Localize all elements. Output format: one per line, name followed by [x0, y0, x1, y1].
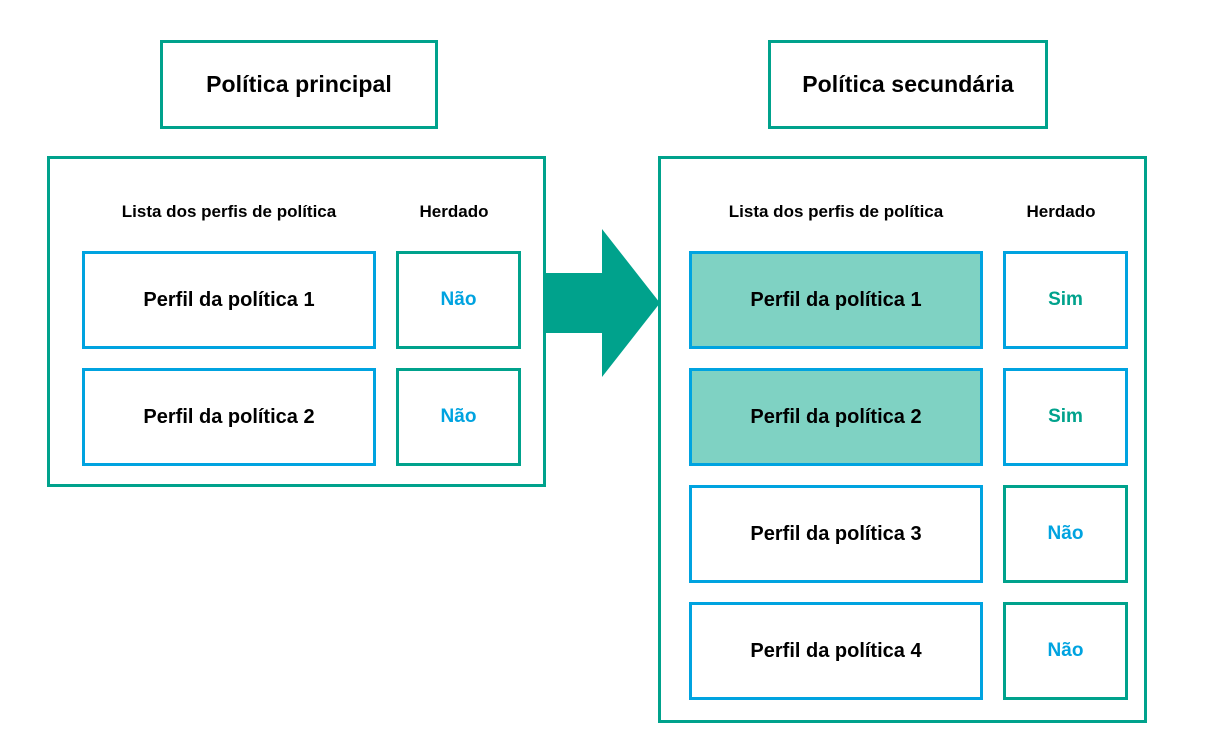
secondary-profile-label-2: Perfil da política 2 [750, 405, 922, 428]
secondary-panel-column-headers: Lista dos perfis de política Herdado [661, 199, 1144, 225]
secondary-profile-cell-4[interactable]: Perfil da política 4 [689, 602, 983, 700]
secondary-profile-label-3: Perfil da política 3 [750, 522, 922, 545]
secondary-inherited-value-3: Não [1047, 523, 1084, 544]
secondary-profile-cell-3[interactable]: Perfil da política 3 [689, 485, 983, 583]
secondary-inherited-value-2: Sim [1048, 406, 1083, 427]
secondary-inherited-value-1: Sim [1048, 289, 1083, 310]
primary-header-profiles: Lista dos perfis de política [121, 202, 337, 221]
secondary-policy-panel: Lista dos perfis de política Herdado Per… [658, 156, 1147, 723]
primary-policy-panel: Lista dos perfis de política Herdado Per… [47, 156, 546, 487]
secondary-inherited-value-4: Não [1047, 640, 1084, 661]
primary-inherited-cell-1[interactable]: Não [396, 251, 521, 349]
secondary-profile-cell-1[interactable]: Perfil da política 1 [689, 251, 983, 349]
table-row: Perfil da política 1 Não [50, 251, 543, 349]
secondary-profile-label-4: Perfil da política 4 [750, 639, 922, 662]
primary-policy-title-box: Política principal [160, 40, 438, 129]
table-row: Perfil da política 2 Sim [661, 368, 1144, 466]
table-row: Perfil da política 2 Não [50, 368, 543, 466]
primary-panel-column-headers: Lista dos perfis de política Herdado [50, 199, 543, 225]
secondary-policy-title: Política secundária [802, 71, 1014, 97]
secondary-inherited-cell-2[interactable]: Sim [1003, 368, 1128, 466]
primary-profile-cell-1[interactable]: Perfil da política 1 [82, 251, 376, 349]
table-row: Perfil da política 3 Não [661, 485, 1144, 583]
secondary-inherited-cell-1[interactable]: Sim [1003, 251, 1128, 349]
secondary-inherited-cell-4[interactable]: Não [1003, 602, 1128, 700]
primary-profile-label-2: Perfil da política 2 [143, 405, 315, 428]
primary-profile-label-1: Perfil da política 1 [143, 288, 315, 311]
primary-profile-cell-2[interactable]: Perfil da política 2 [82, 368, 376, 466]
secondary-policy-title-box: Política secundária [768, 40, 1048, 129]
primary-inherited-value-1: Não [440, 289, 477, 310]
primary-header-inherited: Herdado [419, 202, 489, 221]
secondary-header-inherited: Herdado [1026, 202, 1096, 221]
secondary-header-profiles: Lista dos perfis de política [728, 202, 944, 221]
secondary-inherited-cell-3[interactable]: Não [1003, 485, 1128, 583]
table-row: Perfil da política 1 Sim [661, 251, 1144, 349]
primary-policy-title: Política principal [206, 71, 392, 97]
primary-inherited-value-2: Não [440, 406, 477, 427]
primary-inherited-cell-2[interactable]: Não [396, 368, 521, 466]
table-row: Perfil da política 4 Não [661, 602, 1144, 700]
secondary-profile-cell-2[interactable]: Perfil da política 2 [689, 368, 983, 466]
secondary-profile-label-1: Perfil da política 1 [750, 288, 922, 311]
right-arrow-icon [544, 229, 660, 377]
